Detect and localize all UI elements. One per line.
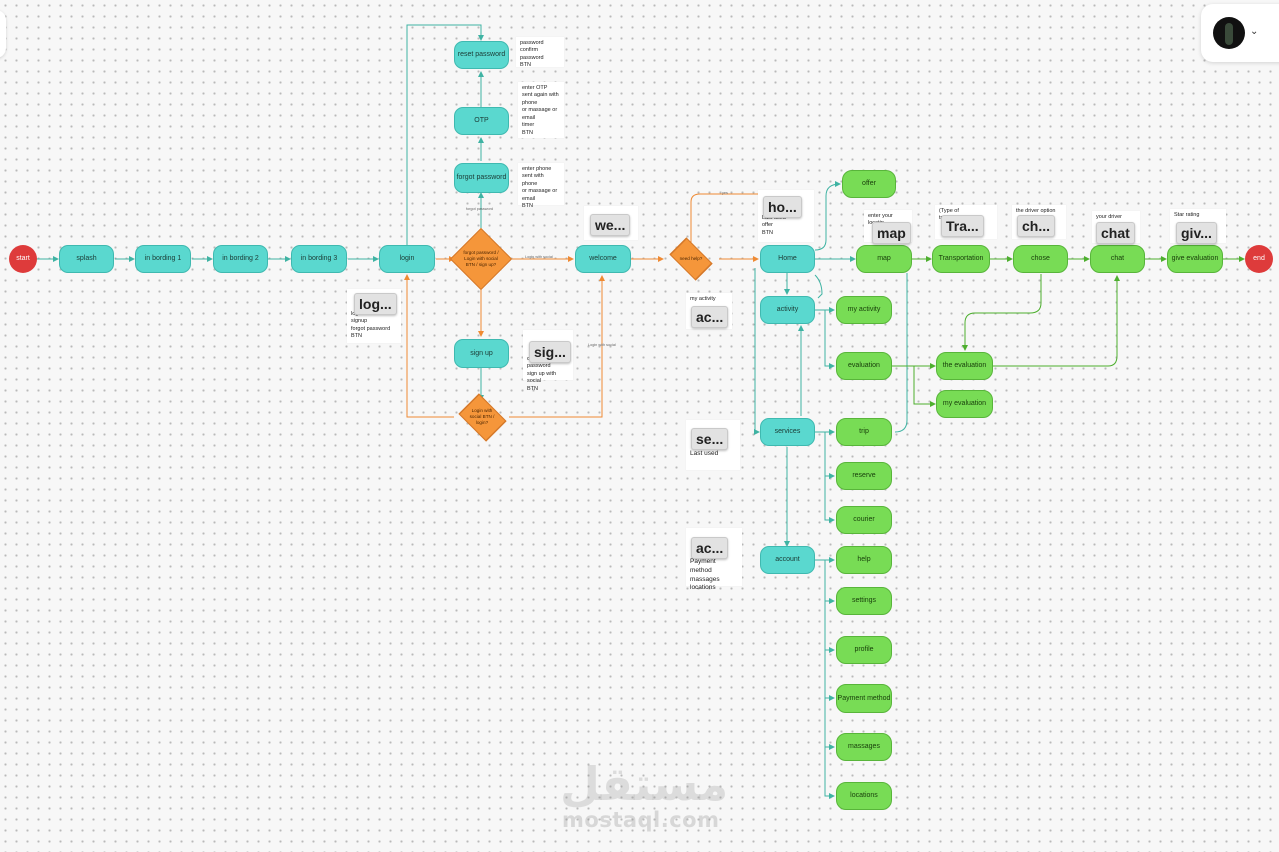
chose-node[interactable]: chose <box>1013 245 1068 273</box>
login-chip[interactable]: log... <box>354 293 397 315</box>
onboarding-2-node[interactable]: in bording 2 <box>213 245 268 273</box>
payment-method-node[interactable]: Payment method <box>836 684 892 713</box>
map-chip[interactable]: map <box>872 222 911 244</box>
otp-node[interactable]: OTP <box>454 107 509 135</box>
transportation-node[interactable]: Transportation <box>932 245 990 273</box>
my-activity-node[interactable]: my activity <box>836 296 892 324</box>
welcome-node[interactable]: welcome <box>575 245 631 273</box>
user-avatar-icon[interactable] <box>1213 17 1245 49</box>
help-node[interactable]: help <box>836 546 892 574</box>
login-decision-label: forgot password / Login with social BTN … <box>463 250 499 267</box>
activity-chip[interactable]: ac... <box>691 306 729 328</box>
onboarding-1-node[interactable]: in bording 1 <box>135 245 191 273</box>
edge-label-yes: yes <box>722 191 728 195</box>
home-chip[interactable]: ho... <box>763 196 802 218</box>
splash-node[interactable]: splash <box>59 245 114 273</box>
home-node[interactable]: Home <box>760 245 815 273</box>
transportation-chip[interactable]: Tra... <box>941 215 984 237</box>
welcome-decision-label: need help? <box>679 256 703 262</box>
edge-label-signup-social: Login with social <box>588 343 616 347</box>
massages-node[interactable]: massages <box>836 733 892 761</box>
chat-chip[interactable]: chat <box>1096 222 1135 244</box>
left-panel-tab[interactable] <box>0 10 6 58</box>
edge-label-login-social: Login with social <box>525 255 553 259</box>
courier-node[interactable]: courier <box>836 506 892 534</box>
sign-up-chip[interactable]: sig... <box>529 341 571 363</box>
signup-decision-label: Login with social BTN / login? <box>469 408 495 425</box>
reset-password-note: password confirm password BTN <box>516 37 564 68</box>
locations-node[interactable]: locations <box>836 782 892 810</box>
watermark-arabic: مستقل <box>560 757 729 811</box>
offer-node[interactable]: offer <box>842 170 896 198</box>
forgot-password-note: enter phone sent with phone or massage o… <box>518 163 564 209</box>
profile-menu[interactable]: ⌄ <box>1201 4 1279 62</box>
services-chip[interactable]: se... <box>691 428 729 450</box>
onboarding-3-node[interactable]: in bording 3 <box>291 245 347 273</box>
map-node[interactable]: map <box>856 245 912 273</box>
signup-decision[interactable]: Login with social BTN / login? <box>454 392 510 442</box>
start-node[interactable]: start <box>9 245 37 273</box>
services-node[interactable]: services <box>760 418 815 446</box>
edge-label-forgot: forgot password <box>466 207 494 211</box>
account-node[interactable]: account <box>760 546 815 574</box>
sign-up-node[interactable]: sign up <box>454 339 509 368</box>
end-node[interactable]: end <box>1245 245 1273 273</box>
reserve-node[interactable]: reserve <box>836 462 892 490</box>
account-chip[interactable]: ac... <box>691 537 729 559</box>
profile-node[interactable]: profile <box>836 636 892 664</box>
welcome-decision[interactable]: need help? <box>663 237 719 281</box>
activity-node[interactable]: activity <box>760 296 815 324</box>
welcome-chip[interactable]: we... <box>590 214 631 236</box>
give-evaluation-node[interactable]: give evaluation <box>1167 245 1223 273</box>
chat-node[interactable]: chat <box>1090 245 1145 273</box>
login-decision[interactable]: forgot password / Login with social BTN … <box>449 227 513 291</box>
settings-node[interactable]: settings <box>836 587 892 615</box>
chevron-down-icon[interactable]: ⌄ <box>1250 26 1259 37</box>
reset-password-node[interactable]: reset password <box>454 41 509 69</box>
give-evaluation-chip[interactable]: giv... <box>1176 222 1217 244</box>
otp-note: enter OTP sent again with phone or massa… <box>518 82 564 138</box>
chose-chip[interactable]: ch... <box>1017 215 1056 237</box>
evaluation-node[interactable]: evaluation <box>836 352 892 380</box>
login-node[interactable]: login <box>379 245 435 273</box>
trip-node[interactable]: trip <box>836 418 892 446</box>
my-evaluation-node[interactable]: my evaluation <box>936 390 993 418</box>
forgot-password-node[interactable]: forgot password <box>454 163 509 193</box>
the-evaluation-node[interactable]: the evaluation <box>936 352 993 380</box>
watermark-latin: mostaql.com <box>562 808 720 832</box>
